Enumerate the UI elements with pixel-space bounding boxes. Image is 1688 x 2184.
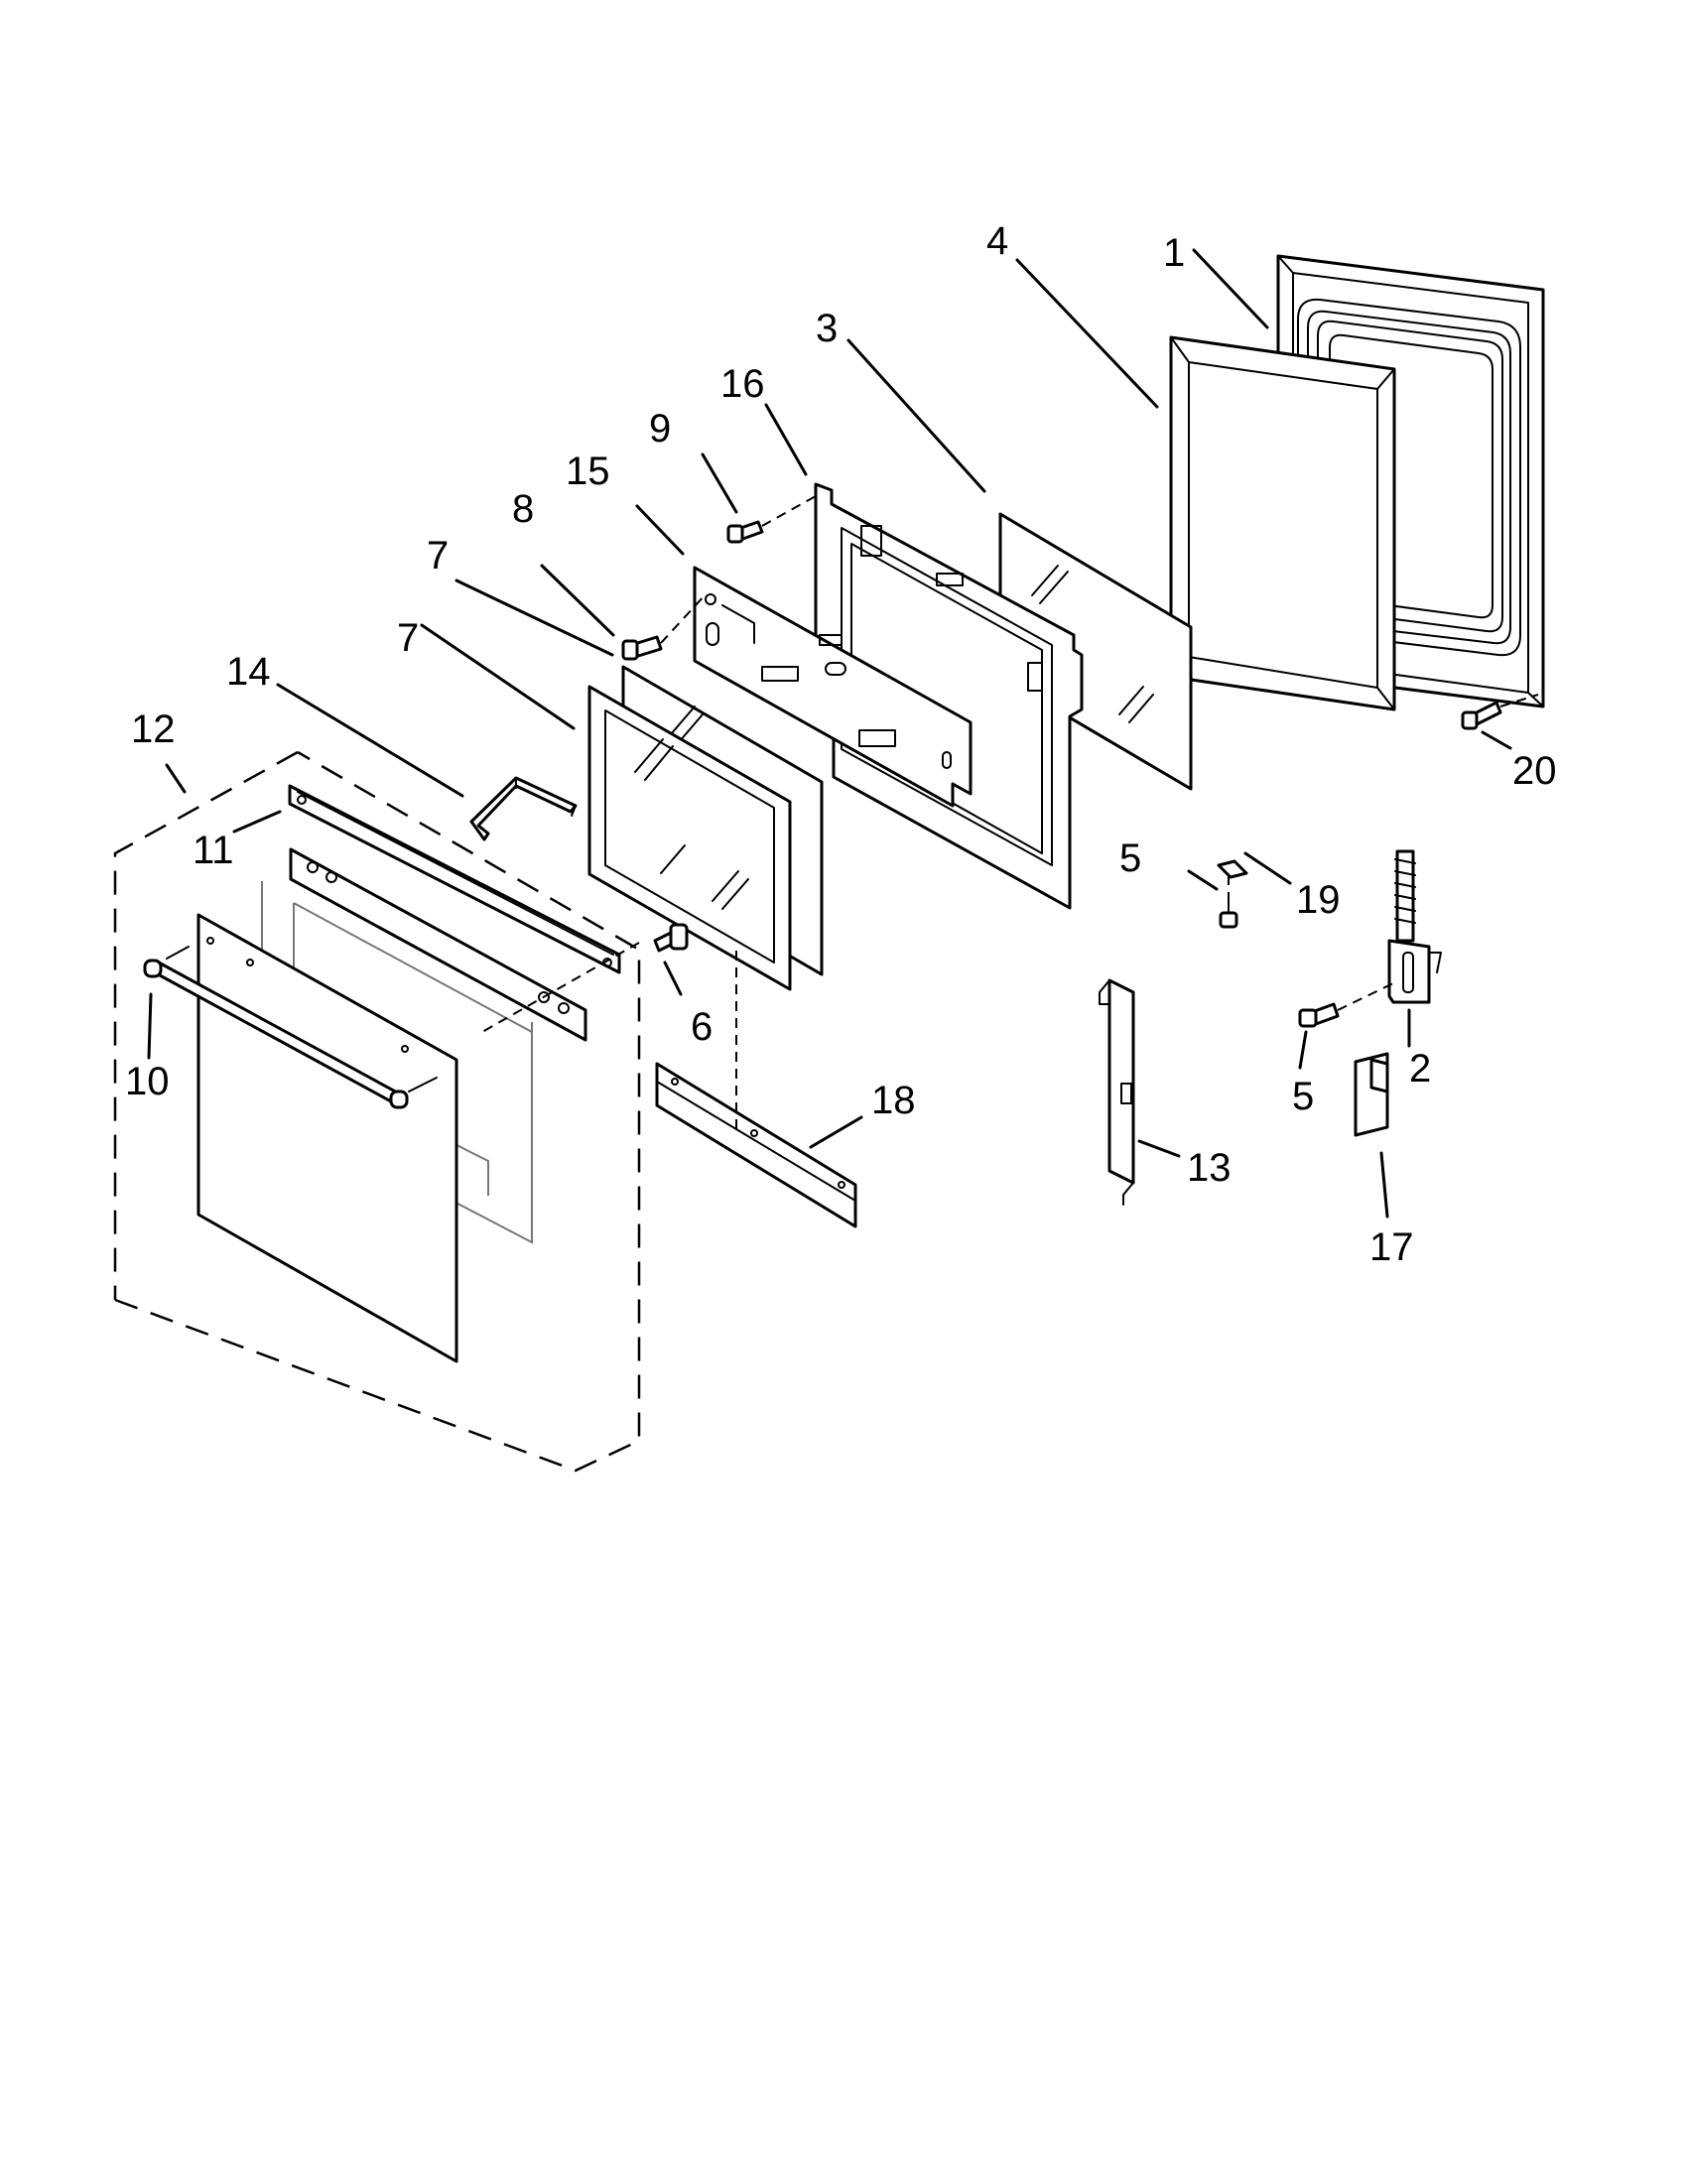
door-bottom-trim-icon (655, 1062, 857, 1228)
callout-11: 11 (193, 829, 234, 872)
bracket-icon (1099, 978, 1135, 1206)
callout-1: 1 (1163, 231, 1185, 275)
callout-7b: 7 (397, 616, 419, 660)
screw-icon (1298, 1002, 1340, 1028)
callout-16: 16 (720, 362, 765, 406)
screw-icon (1461, 701, 1502, 730)
bracket-icon (469, 776, 578, 841)
screw-icon (653, 923, 689, 953)
door-panel-icon (196, 913, 458, 1363)
trim-strip-icon (288, 784, 621, 974)
callout-18: 18 (871, 1079, 916, 1122)
callout-5b: 5 (1292, 1075, 1314, 1118)
leader-lines (147, 248, 1512, 1219)
callout-8: 8 (512, 487, 534, 531)
callout-9: 9 (649, 407, 671, 450)
callout-13: 13 (1187, 1146, 1232, 1190)
door-hinge-icon (1387, 849, 1442, 1004)
door-handle-icon (143, 946, 438, 1109)
assembly-lines (481, 495, 1539, 1131)
screw-icon (621, 635, 663, 661)
callout-2: 2 (1409, 1047, 1431, 1091)
callout-5a: 5 (1119, 836, 1141, 880)
callout-17: 17 (1369, 1225, 1414, 1269)
callout-10: 10 (125, 1060, 170, 1103)
door-frame-icon (1169, 335, 1396, 711)
glass-pane-icon (587, 685, 792, 991)
callout-7a: 7 (427, 534, 449, 578)
callout-20: 20 (1512, 749, 1557, 793)
clip-icon (1217, 859, 1248, 879)
callout-15: 15 (566, 450, 610, 493)
callout-6: 6 (691, 1005, 713, 1049)
callout-12: 12 (131, 707, 176, 751)
callout-19: 19 (1296, 878, 1341, 922)
callout-14: 14 (226, 650, 271, 694)
outer-door-assembly-icon (113, 750, 641, 1473)
screw-icon (726, 520, 764, 544)
callout-3: 3 (816, 307, 838, 350)
glass-pack-bracket-icon (693, 566, 973, 808)
hinge-receiver-icon (1354, 1052, 1389, 1137)
callout-labels: 1 4 3 16 9 15 8 7 7 14 12 11 6 10 18 13 … (125, 219, 1557, 1269)
callout-4: 4 (986, 219, 1008, 263)
screw-icon (1219, 896, 1238, 929)
